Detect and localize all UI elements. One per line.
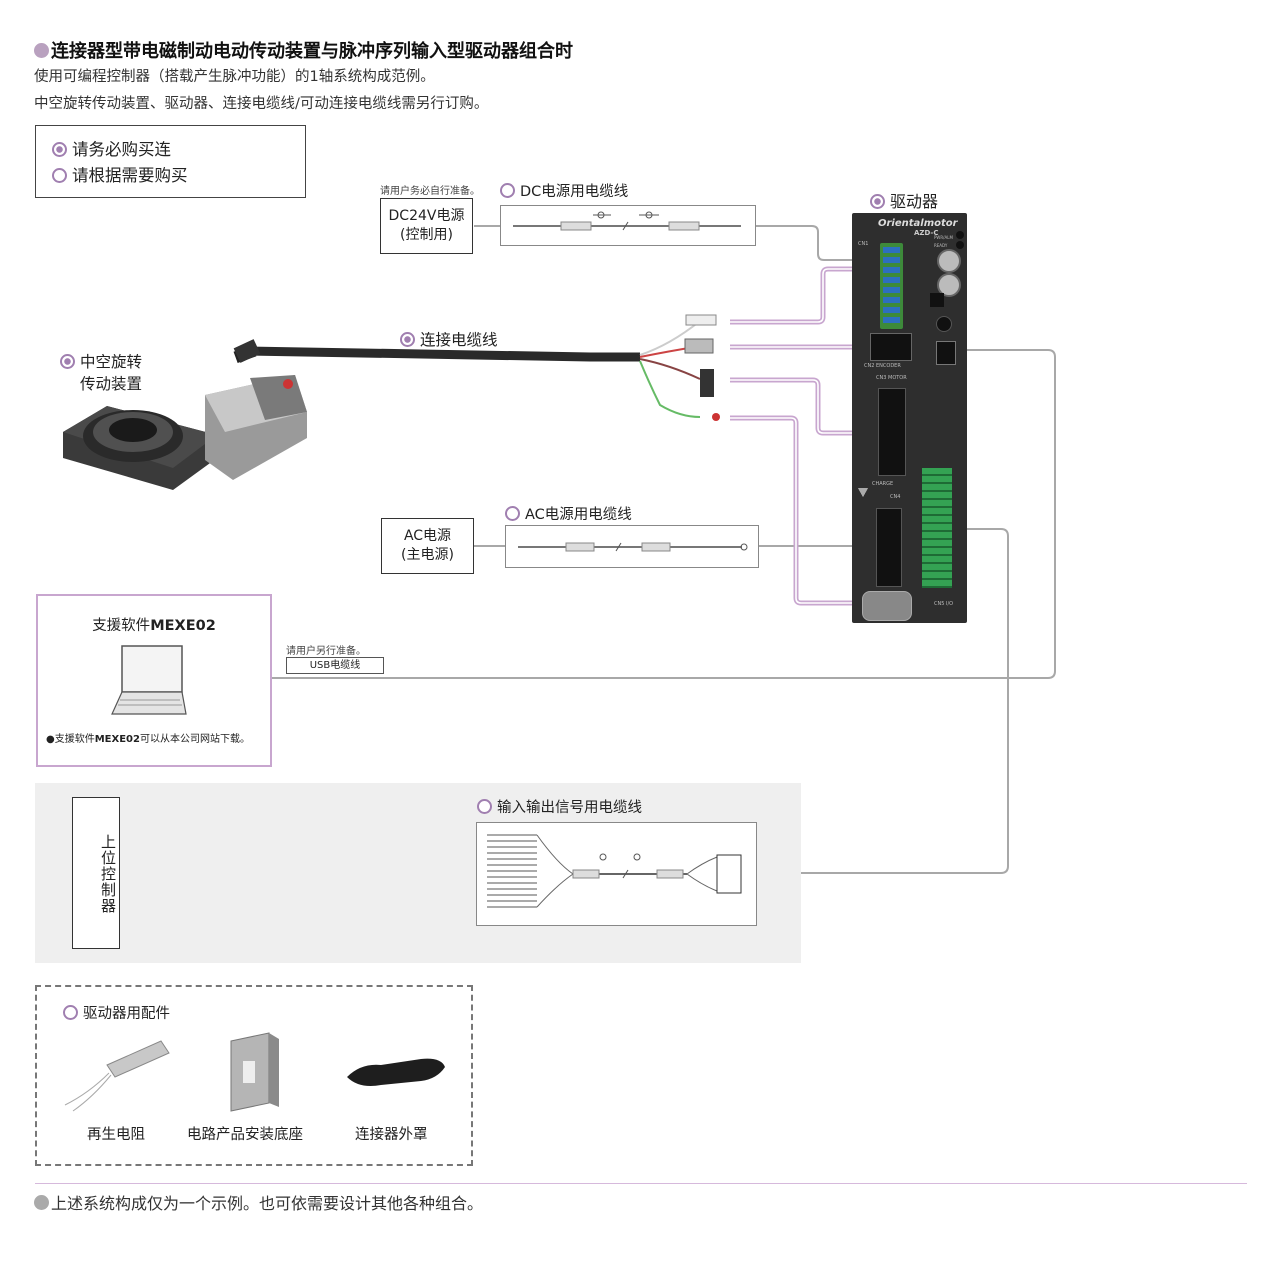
dc-supply-note: 请用户务必自行准备。	[380, 186, 480, 197]
push-button[interactable]	[936, 316, 952, 332]
actuator-label: 中空旋转	[60, 350, 142, 372]
host-controller-box: 上位控制器	[72, 797, 120, 949]
io-cable-label: 输入输出信号用电缆线	[477, 796, 642, 817]
dip-switch[interactable]	[930, 293, 944, 307]
ac-cable-box	[505, 525, 759, 568]
cn1-terminal	[880, 243, 903, 329]
required-icon	[870, 194, 885, 209]
support-software-box: 支援软件MEXE02 ●支援软件MEXE02可以从本公司网站下载。	[36, 594, 272, 767]
dc-cable-box	[500, 205, 756, 246]
bullet-icon	[34, 1195, 49, 1210]
optional-icon	[63, 1005, 78, 1020]
intro-line-1: 使用可编程控制器（搭载产生脉冲功能）的1轴系统构成范例。	[34, 69, 435, 85]
required-icon	[400, 332, 415, 347]
intro-line-2: 中空旋转传动装置、驱动器、连接电缆线/可动连接电缆线需另行订购。	[34, 96, 489, 112]
ac-cable-label: AC电源用电缆线	[505, 503, 632, 524]
page-title: 连接器型带电磁制动电动传动装置与脉冲序列输入型驱动器组合时	[34, 37, 573, 63]
connection-cable-label: 连接电缆线	[400, 328, 498, 350]
hollow-rotary-actuator-image	[63, 344, 307, 490]
io-cable-image	[487, 834, 742, 908]
ground-terminal[interactable]	[862, 591, 912, 621]
mounting-bracket-image	[230, 1032, 279, 1112]
connection-cable-image	[233, 314, 720, 421]
required-icon	[52, 142, 67, 157]
rotary-switch-1[interactable]	[937, 249, 961, 273]
usb-port[interactable]	[936, 341, 956, 365]
accessories-title: 驱动器用配件	[63, 1002, 170, 1023]
optional-icon	[52, 168, 67, 183]
software-note: ●支援软件MEXE02可以从本公司网站下载。	[46, 734, 250, 745]
driver-unit: Orientalmotor AZD-C PWR/ALM READY CN1 CN…	[852, 213, 967, 623]
driver-label: 驱动器	[870, 188, 938, 212]
optional-icon	[477, 799, 492, 814]
connector-cover-image	[347, 1058, 445, 1086]
usb-cable-label: USB电缆线	[286, 657, 384, 674]
laptop-icon	[111, 645, 187, 715]
accessory-item-cover: 连接器外罩	[355, 1127, 428, 1143]
driver-model: AZD-C	[914, 229, 939, 237]
accessory-item-bracket: 电路产品安装底座	[187, 1127, 303, 1143]
title-text: 连接器型带电磁制动电动传动装置与脉冲序列输入型驱动器组合时	[51, 41, 573, 62]
cn2-encoder-port[interactable]	[870, 333, 912, 361]
legend-box: 请务必购买连 请根据需要购买	[35, 125, 306, 198]
dc24v-supply-box: DC24V电源 (控制用)	[380, 198, 473, 254]
optional-icon	[505, 506, 520, 521]
cn5-io-terminal[interactable]	[922, 468, 952, 588]
bullet-icon	[34, 43, 49, 58]
ac-cable-image	[518, 542, 748, 552]
ready-led	[956, 241, 964, 249]
footer-note: 上述系统构成仅为一个示例。也可依需要设计其他各种组合。	[34, 1190, 483, 1214]
dc-cable-label: DC电源用电缆线	[500, 180, 628, 201]
software-title: 支援软件MEXE02	[92, 618, 216, 634]
required-icon	[60, 354, 75, 369]
cn3-motor-port[interactable]	[878, 388, 906, 476]
legend-required: 请务必购买连	[52, 136, 171, 160]
accessory-item-resistor: 再生电阻	[87, 1127, 145, 1143]
io-cable-box	[476, 822, 757, 926]
footer-divider	[35, 1183, 1247, 1184]
dc-cable-image	[513, 211, 741, 231]
accessories-box: 驱动器用配件 再生电阻 电路产品安装底座 连接器外罩	[35, 985, 473, 1166]
legend-optional: 请根据需要购买	[52, 162, 188, 186]
actuator-label-2: 传动装置	[80, 375, 143, 393]
status-led	[956, 231, 964, 239]
usb-note: 请用户另行准备。	[286, 646, 366, 657]
optional-icon	[500, 183, 515, 198]
warning-icon	[858, 488, 868, 497]
regenerative-resistor-image	[64, 1040, 170, 1112]
cn4-power-port[interactable]	[876, 508, 902, 587]
driver-brand: Orientalmotor	[878, 218, 958, 229]
ac-supply-box: AC电源 (主电源)	[381, 518, 474, 574]
